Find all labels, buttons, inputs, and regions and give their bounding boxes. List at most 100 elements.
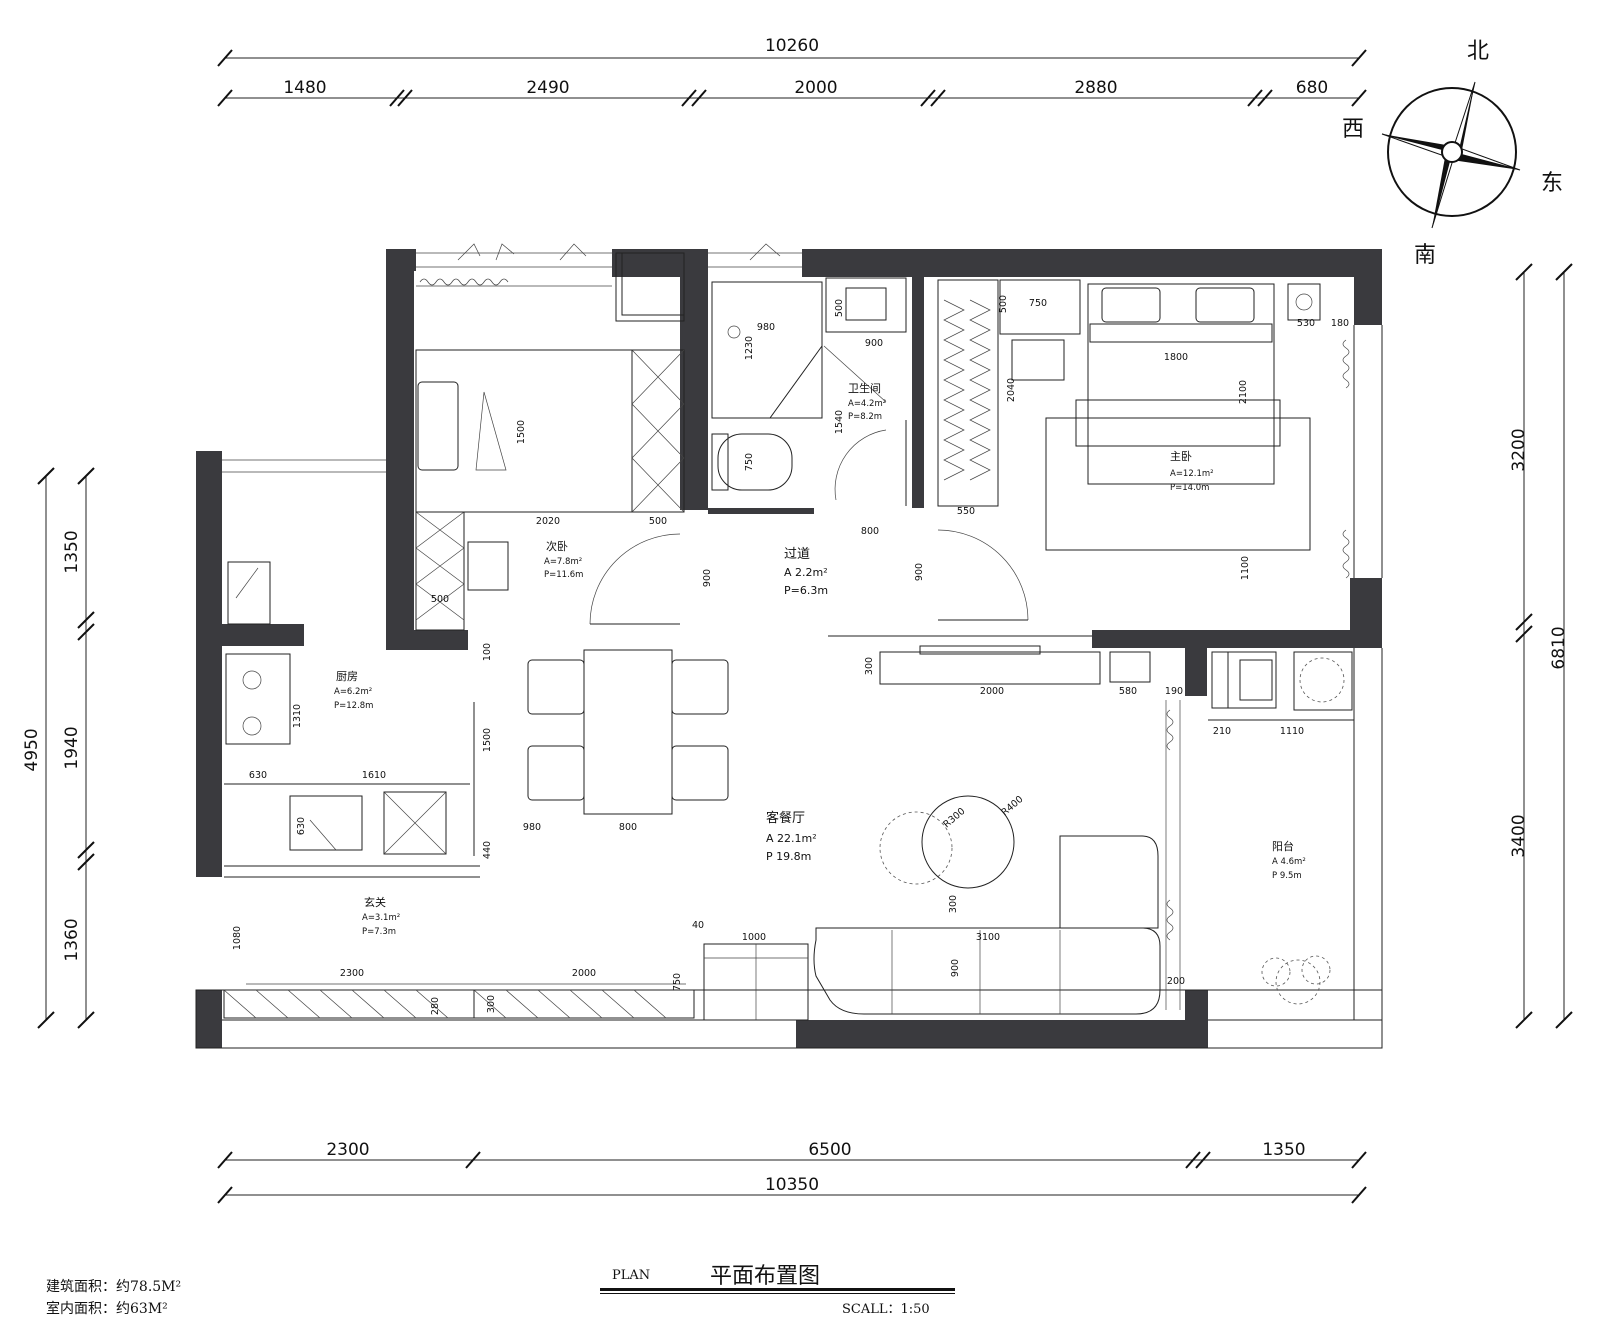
title-rule-thin (600, 1293, 955, 1294)
dim-500-b: 500 (431, 594, 449, 605)
balcony-perimeter: P 9.5m (1272, 871, 1302, 881)
dim-1000: 1000 (742, 932, 766, 943)
kitchen: 1310 630 1610 630 1500 440 厨房 A=6.2m² P=… (224, 561, 493, 859)
dim-630-a: 630 (249, 770, 267, 781)
dim-1100: 1100 (1240, 556, 1251, 580)
left-dimension-chain: 4950 1350 1940 1360 (22, 467, 95, 1029)
corridor: 800 900 过道 A 2.2m² P=6.3m (784, 526, 1092, 637)
dim-900-sink: 900 (865, 338, 883, 349)
dim-40: 40 (692, 920, 704, 931)
dim-2100: 2100 (1238, 380, 1249, 404)
top-overall-dim: 10260 (765, 36, 819, 56)
dim-280: 280 (430, 997, 441, 1015)
dim-500-sink: 500 (834, 299, 845, 317)
kitchen-name: 厨房 (336, 670, 358, 683)
dim-2020: 2020 (536, 516, 560, 527)
dim-1800: 1800 (1164, 352, 1188, 363)
bathroom: 500 980 1230 900 1540 750 卫生间 A=4.2m² P=… (711, 277, 907, 506)
compass-south: 南 (1414, 243, 1436, 268)
right-dim-1: 3200 (1509, 428, 1529, 471)
dim-580: 580 (1119, 686, 1137, 697)
balcony: 210 1110 阳台 A 4.6m² P 9.5m (1208, 651, 1354, 1005)
top-dim-5: 680 (1296, 78, 1328, 98)
dim-500-a: 500 (649, 516, 667, 527)
master-bedroom-name: 主卧 (1170, 450, 1192, 463)
dim-1080: 1080 (232, 926, 243, 950)
living-dining-area: A 22.1m² (766, 832, 817, 845)
master-bedroom: 500 750 1800 530 180 2040 2100 550 1100 … (937, 279, 1350, 580)
kitchen-area: A=6.2m² (334, 687, 372, 697)
entrance-perimeter: P=7.3m (362, 927, 396, 937)
corridor-name: 过道 (784, 547, 810, 562)
dim-800-b: 800 (619, 822, 637, 833)
dim-2300-cab: 2300 (340, 968, 364, 979)
top-dim-1: 1480 (283, 78, 326, 98)
dim-550: 550 (957, 506, 975, 517)
dim-980-b: 980 (523, 822, 541, 833)
drawing-scale: SCALL：1:50 (842, 1302, 930, 1317)
dim-530: 530 (1297, 318, 1315, 329)
dim-750-desk: 750 (1029, 298, 1047, 309)
left-overall-dim: 4950 (22, 728, 42, 771)
dim-800-corr: 800 (861, 526, 879, 537)
plan-label: PLAN (612, 1268, 651, 1283)
dim-1610: 1610 (362, 770, 386, 781)
dim-630-b: 630 (296, 817, 307, 835)
dim-r400: R400 (999, 794, 1025, 818)
bathroom-area: A=4.2m² (848, 399, 886, 409)
dim-900-sofa: 900 (950, 959, 961, 977)
outline (195, 252, 1383, 1049)
top-dim-3: 2000 (794, 78, 837, 98)
interior-area-note: 室内面积：约63M² (46, 1301, 168, 1317)
bottom-dimension-chain: 2300 6500 1350 10350 (217, 1140, 1367, 1204)
living-dining-perimeter: P 19.8m (766, 850, 811, 863)
bottom-overall-dim: 10350 (765, 1175, 819, 1195)
drawing-title-block: PLAN 平面布置图 SCALL：1:50 (600, 1256, 955, 1318)
dim-300-cab: 300 (486, 995, 497, 1013)
top-windows (457, 243, 781, 261)
entrance: 1080 2300 2000 750 280 300 玄关 A=3.1m² P=… (223, 895, 695, 1019)
dim-190: 190 (1165, 686, 1183, 697)
dim-210: 210 (1213, 726, 1231, 737)
kitchen-perimeter: P=12.8m (334, 701, 373, 711)
drawing-title: 平面布置图 (710, 1264, 821, 1289)
master-bedroom-perimeter: P=14.0m (1170, 483, 1209, 493)
dim-900-a: 900 (702, 569, 713, 587)
dim-2000-tv: 2000 (980, 686, 1004, 697)
entrance-area: A=3.1m² (362, 913, 400, 923)
right-dimension-chain: 3200 3400 6810 (1509, 263, 1573, 1029)
dim-1500-din: 1500 (482, 728, 493, 752)
dim-1310: 1310 (292, 704, 303, 728)
left-dim-3: 1360 (62, 918, 82, 961)
dim-180: 180 (1331, 318, 1349, 329)
compass-rose-icon: 北 西 东 南 (1342, 39, 1563, 268)
second-bedroom: 2020 1500 500 500 900 100 次卧 A=7.8m² P=1… (415, 252, 713, 661)
dim-500-wr: 500 (998, 295, 1009, 313)
walls (196, 249, 1382, 1048)
compass-north: 北 (1467, 39, 1489, 64)
compass-west: 西 (1342, 117, 1364, 142)
bottom-dim-1: 2300 (326, 1140, 369, 1160)
top-dimension-chain: 10260 1480 2490 2000 2880 680 (217, 36, 1367, 107)
dim-3100: 3100 (976, 932, 1000, 943)
left-dim-2: 1940 (62, 726, 82, 769)
bottom-dim-2: 6500 (808, 1140, 851, 1160)
second-bedroom-area: A=7.8m² (544, 557, 582, 567)
balcony-area: A 4.6m² (1272, 857, 1306, 867)
compass-east: 东 (1541, 171, 1563, 196)
dim-1230: 1230 (744, 336, 755, 360)
right-dim-2: 3400 (1509, 814, 1529, 857)
dim-r300: R300 (941, 806, 967, 830)
corridor-perimeter: P=6.3m (784, 584, 828, 597)
second-bedroom-perimeter: P=11.6m (544, 570, 583, 580)
dim-1540: 1540 (834, 410, 845, 434)
bathroom-perimeter: P=8.2m (848, 412, 882, 422)
bathroom-name: 卫生间 (848, 381, 881, 395)
dim-100: 100 (482, 643, 493, 661)
dim-2000-cab: 2000 (572, 968, 596, 979)
dim-1110: 1110 (1280, 726, 1304, 737)
dim-980: 980 (757, 322, 775, 333)
top-dim-2: 2490 (526, 78, 569, 98)
dim-300-b: 300 (948, 895, 959, 913)
